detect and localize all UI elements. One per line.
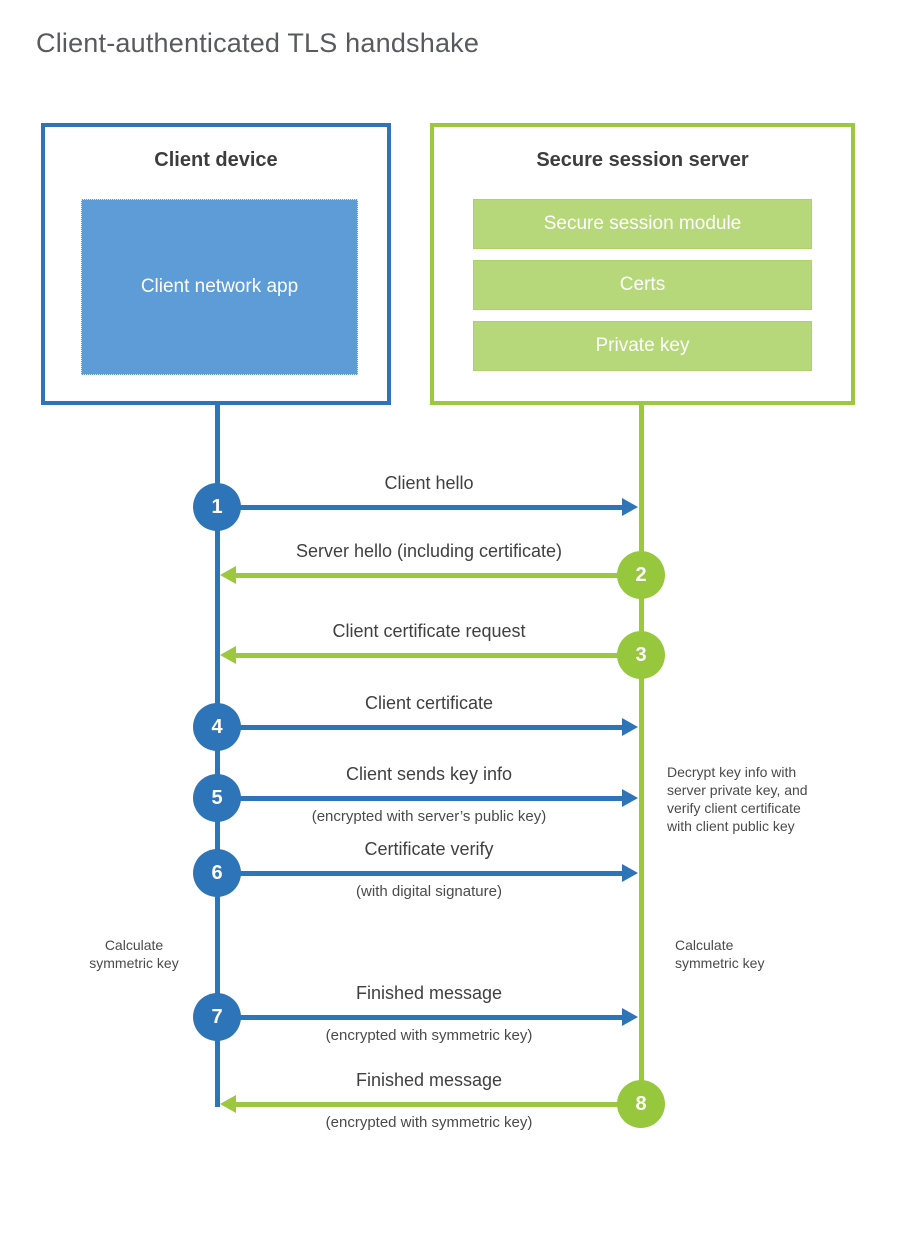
server-lifeline [639, 405, 644, 1104]
message-arrow-line [219, 725, 622, 730]
step-circle-6: 6 [193, 849, 241, 897]
step-circle-1: 1 [193, 483, 241, 531]
message-arrow-line [236, 653, 620, 658]
server-module-bar: Certs [473, 260, 812, 310]
step-circle-2: 2 [617, 551, 665, 599]
message-label: Finished message [355, 983, 503, 1003]
message-arrow-line [219, 796, 622, 801]
client-device-box: Client device Client network app [41, 123, 391, 405]
server-module-bar: Secure session module [473, 199, 812, 249]
client-device-title: Client device [154, 149, 278, 171]
step-circle-5: 5 [193, 774, 241, 822]
client-lifeline [215, 405, 220, 1107]
message-arrow-line [219, 871, 622, 876]
note-calculate-symmetric-key-server: Calculate symmetric key [675, 937, 765, 971]
message-sublabel: (encrypted with server’s public key) [311, 808, 547, 825]
message-sublabel: (with digital signature) [356, 883, 502, 900]
message-arrow-head [220, 566, 236, 584]
client-network-app-box: Client network app [81, 199, 358, 375]
server-modules: Secure session module Certs Private key [473, 199, 812, 382]
message-arrow-line [236, 573, 620, 578]
step-circle-8: 8 [617, 1080, 665, 1128]
message-label: Client hello [384, 473, 474, 493]
message-arrow-head [220, 1095, 236, 1113]
step-circle-3: 3 [617, 631, 665, 679]
server-module-bar: Private key [473, 321, 812, 371]
page-title: Client-authenticated TLS handshake [36, 28, 480, 58]
message-arrow-head [622, 1008, 638, 1026]
message-label: Client certificate [364, 693, 494, 713]
message-label: Certificate verify [364, 839, 494, 859]
message-arrow-head [622, 498, 638, 516]
message-sublabel: (encrypted with symmetric key) [325, 1114, 533, 1131]
message-label: Client certificate request [332, 621, 526, 641]
message-arrow-line [219, 1015, 622, 1020]
message-label: Client sends key info [345, 764, 513, 784]
secure-session-server-box: Secure session server Secure session mod… [430, 123, 855, 405]
message-arrow-line [219, 505, 622, 510]
message-arrow-head [220, 646, 236, 664]
secure-session-server-title: Secure session server [536, 149, 749, 171]
message-arrow-head [622, 789, 638, 807]
step-circle-4: 4 [193, 703, 241, 751]
message-label: Finished message [355, 1070, 503, 1090]
step-circle-7: 7 [193, 993, 241, 1041]
message-label: Server hello (including certificate) [295, 541, 563, 561]
note-calculate-symmetric-key-client: Calculate symmetric key [89, 937, 179, 971]
message-sublabel: (encrypted with symmetric key) [325, 1027, 533, 1044]
message-arrow-line [236, 1102, 620, 1107]
note-decrypt-key-info: Decrypt key info with server private key… [667, 764, 808, 834]
message-arrow-head [622, 864, 638, 882]
message-arrow-head [622, 718, 638, 736]
